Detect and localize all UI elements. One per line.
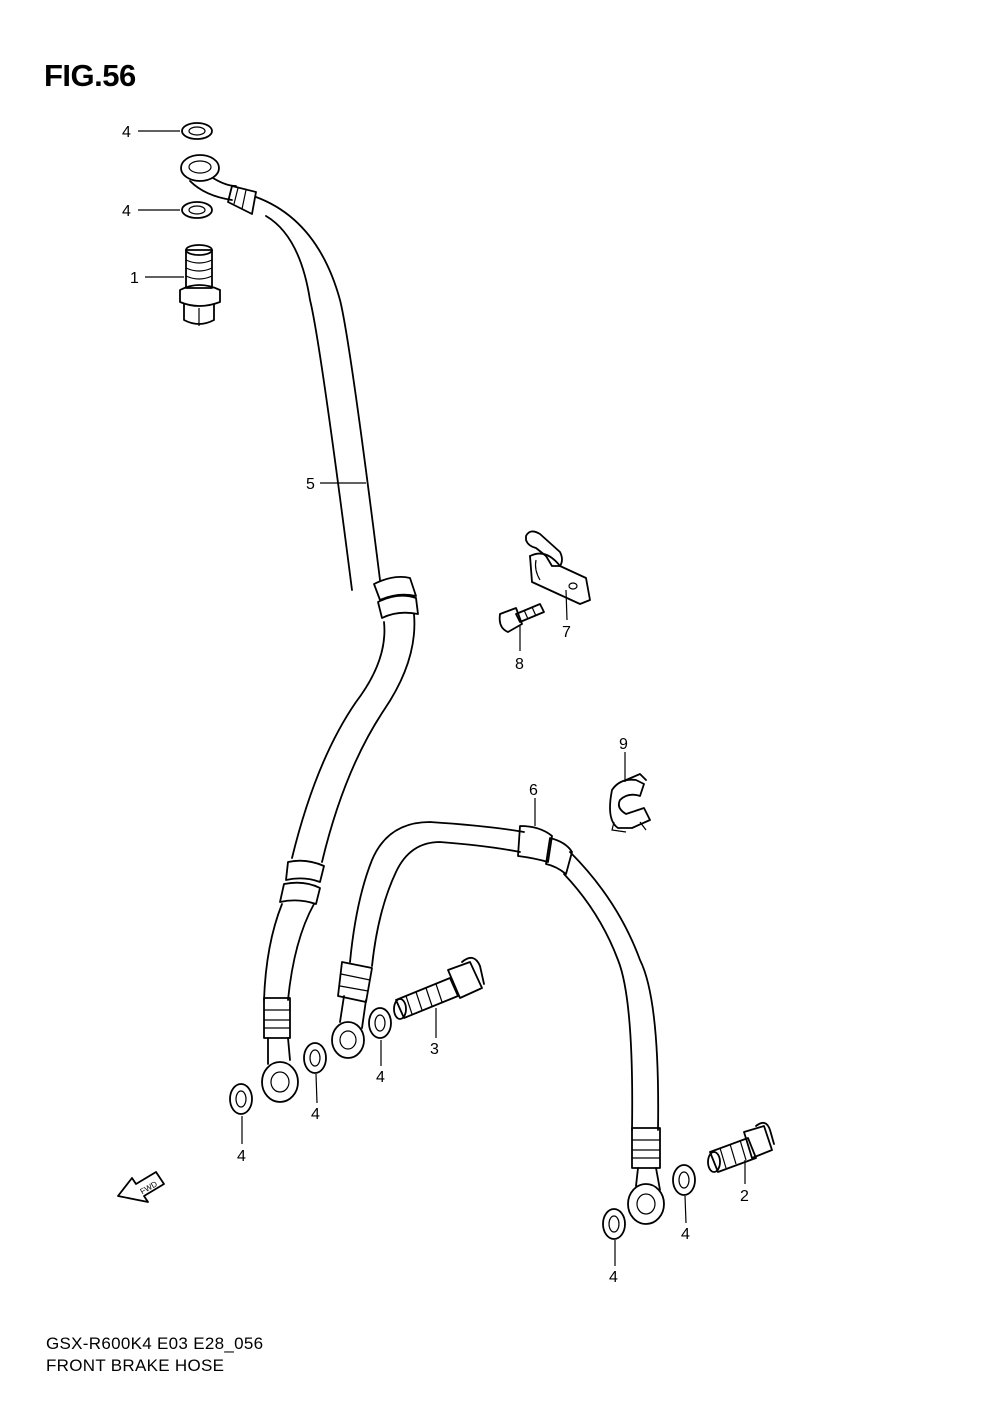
washer-bottom-left-1 <box>229 1083 253 1115</box>
washer-bottom-center <box>368 1007 392 1039</box>
washer-bottom-left-2 <box>303 1042 327 1074</box>
model-code: GSX-R600K4 E03 E28_056 <box>46 1334 264 1353</box>
callout-5: 5 <box>306 476 315 493</box>
hose-clip <box>609 773 651 833</box>
callout-3: 3 <box>430 1041 439 1058</box>
washer-bottom-right-2 <box>672 1164 696 1196</box>
callout-8: 8 <box>515 656 524 673</box>
callout-4-top-upper: 4 <box>122 124 131 141</box>
callout-7: 7 <box>562 624 571 641</box>
forward-direction-arrow: FWD <box>117 1171 165 1203</box>
union-bolt-middle <box>393 956 485 1020</box>
callout-4-top-lower: 4 <box>122 203 131 220</box>
union-bolt-top <box>179 244 221 326</box>
callout-4-right-2: 4 <box>681 1226 690 1243</box>
callout-4-left-2: 4 <box>311 1106 320 1123</box>
union-bolt-right <box>707 1121 775 1173</box>
callout-4-center: 4 <box>376 1069 385 1086</box>
hose-clamp-bracket <box>525 530 591 605</box>
callout-labels: 4 4 1 5 7 8 9 6 3 4 4 4 2 4 4 <box>122 124 749 1286</box>
brake-hose-lower <box>331 821 665 1225</box>
callout-9: 9 <box>619 736 628 753</box>
figure-caption: FRONT BRAKE HOSE <box>46 1356 225 1375</box>
washer-top-lower <box>181 201 213 219</box>
washer-bottom-right-1 <box>602 1208 626 1240</box>
leader-lines <box>138 130 746 1266</box>
figure-title: FIG.56 <box>44 58 136 93</box>
washer-top-upper <box>181 122 213 140</box>
callout-6: 6 <box>529 782 538 799</box>
callout-2: 2 <box>740 1188 749 1205</box>
leader-4d <box>315 1073 318 1104</box>
leader-7 <box>565 589 568 621</box>
clamp-bolt <box>498 603 545 633</box>
callout-4-left-1: 4 <box>237 1148 246 1165</box>
callout-4-right-1: 4 <box>609 1269 618 1286</box>
leader-4f <box>684 1195 687 1224</box>
brake-hose-upper <box>180 154 419 1103</box>
callout-1: 1 <box>130 270 139 287</box>
figure-footer: GSX-R600K4 E03 E28_056 FRONT BRAKE HOSE <box>46 1333 263 1377</box>
